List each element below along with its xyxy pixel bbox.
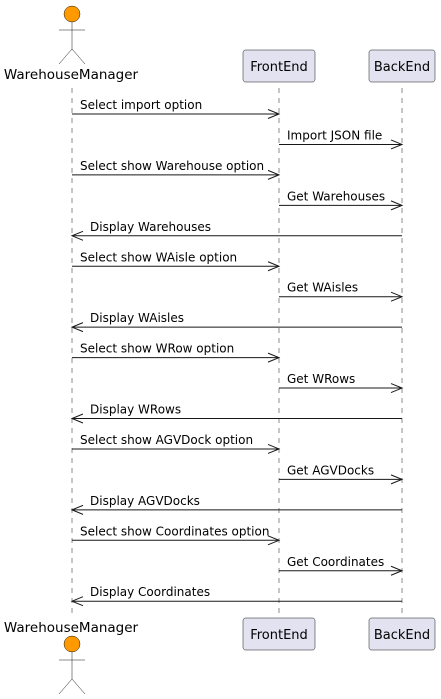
arrowhead-icon (390, 139, 404, 150)
arrowhead-icon (70, 322, 84, 333)
arrowhead-icon (70, 230, 84, 241)
message-label: Select show Warehouse option (80, 159, 264, 173)
arrowhead-icon (390, 383, 404, 394)
participant-box-be-bottom: BackEnd (368, 617, 436, 651)
message-label: Select show WRow option (80, 342, 234, 356)
arrowhead-icon (390, 291, 404, 302)
message-label: Get AGVDocks (287, 463, 374, 477)
message-label: Import JSON file (287, 128, 382, 142)
message-label: Display AGVDocks (90, 494, 200, 508)
message-label: Display Warehouses (90, 220, 211, 234)
message-1: Select import option (72, 98, 281, 119)
arrowhead-icon (267, 535, 281, 546)
message-11: Display WRows (70, 403, 402, 424)
arrowhead-icon (267, 352, 281, 363)
message-17: Display Coordinates (70, 585, 402, 607)
message-2: Import JSON file (279, 128, 404, 150)
message-label: Select show Coordinates option (80, 524, 269, 538)
actor-name-top: WarehouseManager (4, 67, 139, 83)
actor-icon (58, 635, 86, 695)
message-15: Select show Coordinates option (72, 524, 281, 546)
message-label: Display Coordinates (90, 585, 210, 599)
participant-label-fe-top: FrontEnd (250, 60, 308, 75)
arrowhead-icon (70, 504, 84, 515)
participant-box-fe-top: FrontEnd (242, 49, 316, 83)
arrowhead-icon (70, 413, 84, 424)
message-label: Select show AGVDock option (80, 433, 253, 447)
message-3: Select show Warehouse option (72, 159, 281, 180)
lifelines (71, 88, 403, 616)
participant-label-be-top: BackEnd (374, 60, 430, 75)
arrowhead-icon (267, 443, 281, 454)
message-6: Select show WAisle option (72, 250, 281, 272)
arrowhead-icon (267, 169, 281, 180)
arrowhead-icon (267, 261, 281, 272)
actor-name-bottom: WarehouseManager (4, 620, 139, 636)
message-9: Select show WRow option (72, 342, 281, 363)
participant-box-fe-bottom: FrontEnd (242, 617, 316, 651)
arrowhead-icon (267, 109, 281, 119)
message-label: Get WAisles (287, 281, 358, 295)
message-13: Get AGVDocks (279, 463, 404, 485)
arrowhead-icon (390, 200, 404, 211)
arrowhead-icon (390, 474, 404, 485)
message-label: Select show WAisle option (80, 250, 237, 264)
message-label: Select import option (80, 98, 202, 112)
participant-label-be-bottom: BackEnd (374, 628, 430, 643)
message-4: Get Warehouses (279, 189, 404, 211)
message-14: Display AGVDocks (70, 494, 402, 515)
message-7: Get WAisles (279, 281, 404, 302)
message-5: Display Warehouses (70, 220, 402, 241)
message-10: Get WRows (279, 372, 404, 394)
message-8: Display WAisles (70, 311, 402, 333)
message-label: Get WRows (287, 372, 355, 386)
participant-heads-top: WarehouseManager FrontEnd BackEnd (4, 5, 436, 83)
message-label: Get Coordinates (287, 555, 384, 569)
actor-icon (58, 5, 86, 65)
message-label: Display WRows (90, 403, 181, 417)
message-16: Get Coordinates (279, 555, 404, 576)
participant-box-be-top: BackEnd (368, 49, 436, 83)
arrowhead-icon (70, 596, 84, 607)
message-label: Display WAisles (90, 311, 184, 325)
message-12: Select show AGVDock option (72, 433, 281, 454)
participant-label-fe-bottom: FrontEnd (250, 628, 308, 643)
arrowhead-icon (390, 565, 404, 576)
message-label: Get Warehouses (287, 189, 385, 203)
